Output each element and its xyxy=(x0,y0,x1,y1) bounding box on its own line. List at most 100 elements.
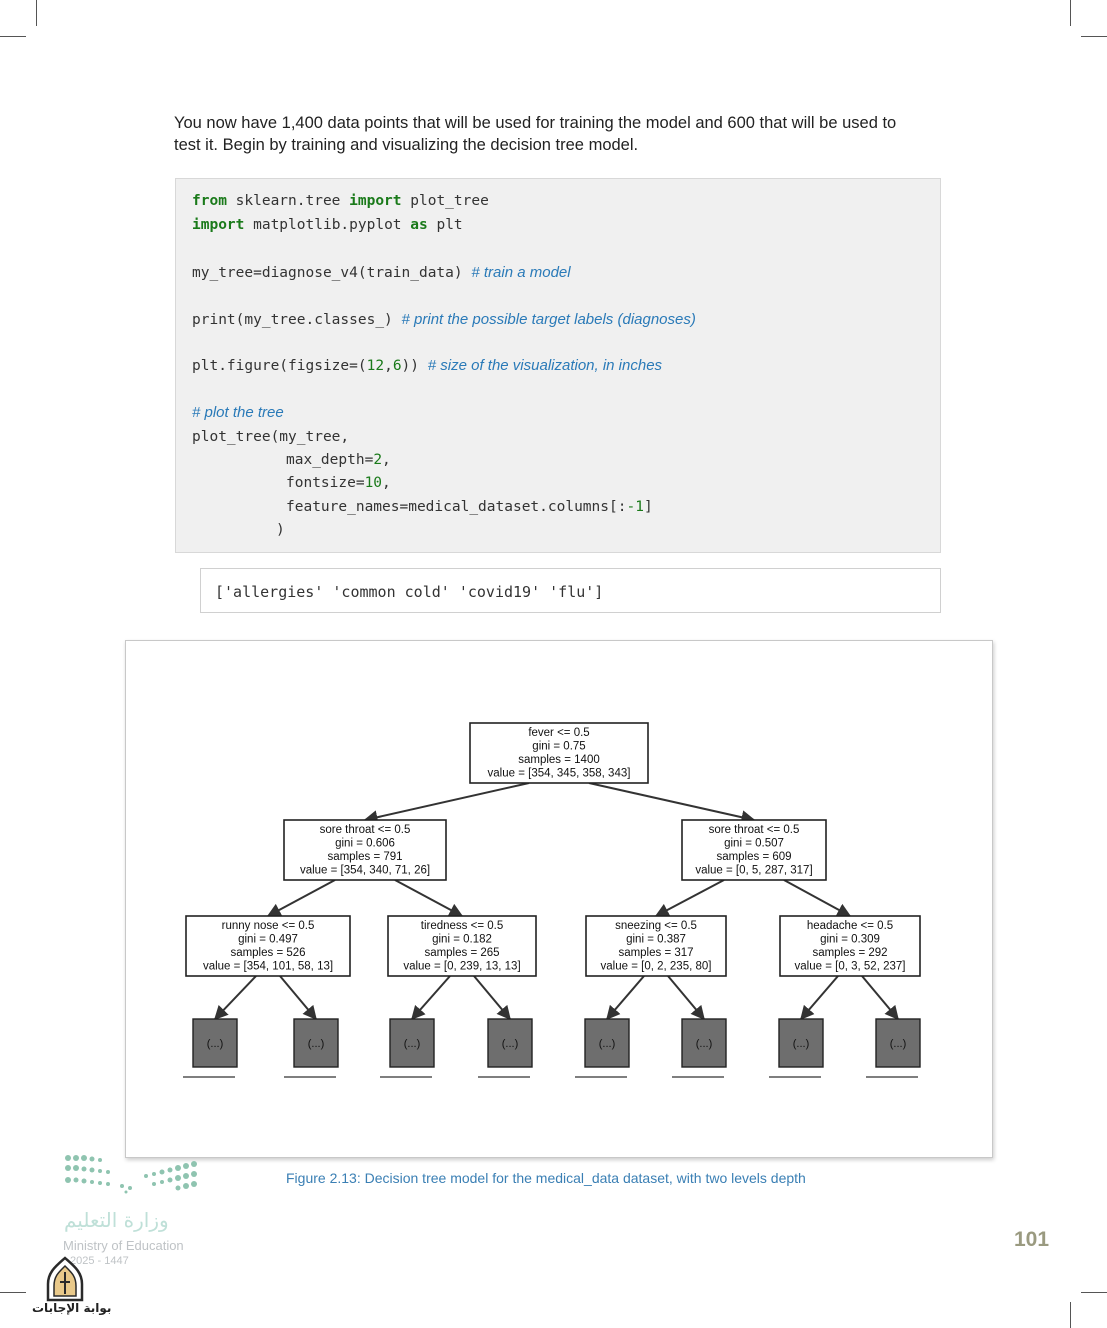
tree-node-box xyxy=(469,722,649,784)
tree-node-text: gini = 0.75 xyxy=(532,741,585,753)
tree-node-text: value = [0, 2, 235, 80] xyxy=(601,961,712,973)
tree-leaf-truncated: (...) xyxy=(478,1018,533,1078)
code-text: ) xyxy=(276,522,285,538)
tree-node-text: value = [0, 239, 13, 13] xyxy=(403,961,520,973)
code-line: feature_names=medical_dataset.columns[:-… xyxy=(286,499,653,515)
code-comment: # plot the tree xyxy=(192,404,284,421)
code-text: ] xyxy=(643,499,653,515)
code-keyword: import xyxy=(192,217,245,233)
code-comment: # train a model xyxy=(471,264,571,281)
tree-node-text: headache <= 0.5 xyxy=(807,920,893,932)
tree-leaf-text: (...) xyxy=(793,1038,810,1050)
tree-edge xyxy=(783,879,852,917)
page-number: 101 xyxy=(1014,1228,1050,1251)
output-block: ['allergies' 'common cold' 'covid19' 'fl… xyxy=(200,568,941,613)
tree-node-box xyxy=(681,819,827,881)
tree-edge xyxy=(411,975,451,1021)
code-text: print(my_tree.classes_) xyxy=(192,312,402,328)
tree-node-box xyxy=(779,915,921,977)
tree-edge xyxy=(606,975,645,1021)
code-line: from sklearn.tree import plot_tree xyxy=(192,193,489,209)
tree-leaf-truncated: (...) xyxy=(183,1018,238,1078)
code-block: from sklearn.tree import plot_tree impor… xyxy=(175,178,941,553)
code-line: fontsize=10, xyxy=(286,475,391,491)
tree-leaf-text: (...) xyxy=(207,1038,224,1050)
code-text: plt.figure(figsize=( xyxy=(192,358,367,374)
tree-node-text: samples = 317 xyxy=(618,947,693,959)
tree-node-text: gini = 0.309 xyxy=(820,934,880,946)
tree-leaf-truncated: (...) xyxy=(380,1018,435,1078)
code-text: )) xyxy=(401,358,428,374)
code-keyword: from xyxy=(192,193,227,209)
tree-node-text: gini = 0.507 xyxy=(724,838,784,850)
code-number: 6 xyxy=(392,358,402,374)
tree-leaf-text: (...) xyxy=(696,1038,713,1050)
tree-leaf-text: (...) xyxy=(404,1038,421,1050)
tree-leaf-text: (...) xyxy=(599,1038,616,1050)
tree-leaf-text: (...) xyxy=(308,1038,325,1050)
tree-edge xyxy=(654,879,725,917)
tree-node-text: value = [354, 101, 58, 13] xyxy=(203,961,333,973)
tree-edge xyxy=(363,782,530,825)
code-line: max_depth=2, xyxy=(286,452,391,468)
code-text: plt xyxy=(427,217,463,233)
tree-edge xyxy=(266,879,336,917)
portal-logo-icon xyxy=(46,1256,84,1302)
code-text: , xyxy=(384,358,393,374)
code-comment: # size of the visualization, in inches xyxy=(427,357,663,374)
code-text: fontsize= xyxy=(286,475,365,491)
tree-node-text: sneezing <= 0.5 xyxy=(615,920,697,932)
intro-paragraph: You now have 1,400 data points that will… xyxy=(174,112,954,156)
code-text: , xyxy=(382,452,391,468)
tree-edge xyxy=(588,782,756,825)
tree-edges xyxy=(214,782,899,1021)
tree-edge xyxy=(279,975,317,1021)
tree-edge xyxy=(394,879,464,917)
tree-leaf-box xyxy=(778,1018,824,1068)
crop-mark xyxy=(1081,1292,1107,1293)
tree-leaf-truncated: (...) xyxy=(866,1018,921,1078)
tree-node-box xyxy=(585,915,727,977)
crop-mark xyxy=(1081,36,1107,37)
code-text: plot_tree(my_tree, xyxy=(192,429,350,445)
code-text: , xyxy=(382,475,391,491)
code-line: ) xyxy=(276,522,285,538)
crop-mark xyxy=(1070,0,1071,26)
tree-node-text: sore throat <= 0.5 xyxy=(709,824,800,836)
code-line: # plot the tree xyxy=(192,404,284,421)
code-text: feature_names=medical_dataset.columns[: xyxy=(286,499,627,515)
tree-node-text: gini = 0.497 xyxy=(238,934,298,946)
tree-node-text: tiredness <= 0.5 xyxy=(421,920,503,932)
ministry-name-english: Ministry of Education xyxy=(63,1238,184,1253)
tree-node-box xyxy=(185,915,351,977)
code-number: 12 xyxy=(366,358,385,374)
code-text: matplotlib.pyplot xyxy=(244,217,411,233)
crop-mark xyxy=(36,0,37,26)
tree-node-text: samples = 265 xyxy=(424,947,499,959)
code-line: print(my_tree.classes_) # print the poss… xyxy=(192,311,696,328)
code-line: my_tree=diagnose_v4(train_data) # train … xyxy=(192,264,571,281)
tree-node-box xyxy=(283,819,447,881)
tree-leaf-text: (...) xyxy=(890,1038,907,1050)
code-line: plot_tree(my_tree, xyxy=(192,429,349,445)
code-keyword: import xyxy=(349,193,402,209)
crop-mark xyxy=(1070,1302,1071,1328)
crop-mark xyxy=(0,1292,26,1293)
code-line: import matplotlib.pyplot as plt xyxy=(192,217,463,233)
intro-line-2: test it. Begin by training and visualizi… xyxy=(174,136,639,154)
tree-leaf-box xyxy=(681,1018,727,1068)
code-text: plot_tree xyxy=(401,193,489,209)
tree-node-text: samples = 292 xyxy=(812,947,887,959)
tree-leaf-box xyxy=(192,1018,238,1068)
tree-node-text: gini = 0.182 xyxy=(432,934,492,946)
tree-node-text: value = [0, 5, 287, 317] xyxy=(695,865,812,877)
tree-leaf-truncated: (...) xyxy=(769,1018,824,1078)
tree-node-text: samples = 526 xyxy=(230,947,305,959)
